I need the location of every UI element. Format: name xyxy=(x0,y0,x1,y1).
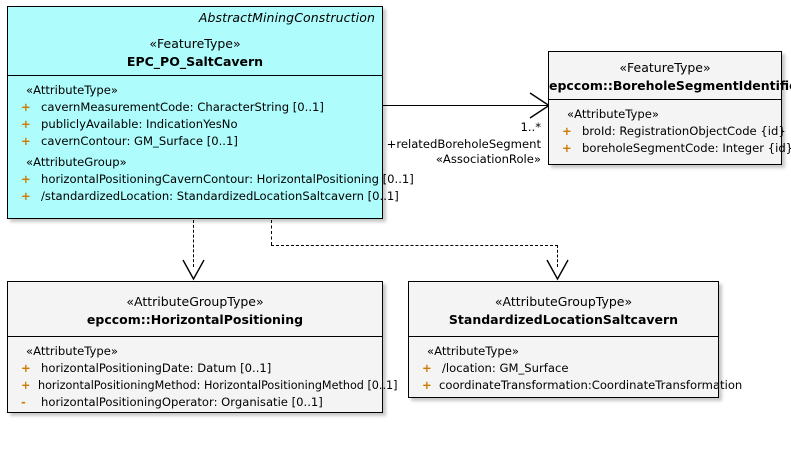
attribute-label: cavernMeasurementCode: CharacterString [… xyxy=(41,100,324,114)
class-name-boreholesegmentidentification: epccom::BoreholeSegmentIdentification xyxy=(549,77,791,93)
visibility-marker: + xyxy=(422,361,432,375)
class-stereotype-epc-po-saltcavern: «FeatureType» xyxy=(149,36,241,51)
attribute-row[interactable]: + horizontalPositioningCavernContour: Ho… xyxy=(8,171,414,188)
visibility-marker: + xyxy=(21,361,31,375)
visibility-marker: + xyxy=(21,172,31,186)
attribute-label: horizontalPositioningDate: Datum [0..1] xyxy=(41,361,272,375)
attribute-row[interactable]: + coordinateTransformation:CoordinateTra… xyxy=(409,377,742,394)
attribute-group-stereotype-attributetype: «AttributeType» xyxy=(427,344,520,358)
attribute-label: cavernContour: GM_Surface [0..1] xyxy=(41,134,238,148)
class-body-boreholesegmentidentification: «AttributeType» + broId: RegistrationObj… xyxy=(549,100,791,161)
association-role-name: +relatedBoreholeSegment xyxy=(386,137,541,151)
dependency-elbow-standardized-location xyxy=(271,245,558,246)
attribute-group-stereotype-attributetype: «AttributeType» xyxy=(26,344,119,358)
attribute-row[interactable]: + publiclyAvailable: IndicationYesNo xyxy=(8,116,382,133)
association-line xyxy=(383,105,548,106)
class-box-horizontalpositioning[interactable]: «AttributeGroupType» epccom::HorizontalP… xyxy=(7,281,398,415)
dependency-stub-standardized-location xyxy=(271,220,272,245)
class-name-standardizedlocationsaltcavern: StandardizedLocationSaltcavern xyxy=(448,311,679,327)
class-header-horizontalpositioning: «AttributeGroupType» epccom::HorizontalP… xyxy=(8,282,382,337)
visibility-marker: + xyxy=(21,134,31,148)
attribute-row[interactable]: + horizontalPositioningDate: Datum [0..1… xyxy=(8,360,382,377)
attribute-label: publiclyAvailable: IndicationYesNo xyxy=(41,117,238,131)
attribute-row[interactable]: + /location: GM_Surface xyxy=(409,360,718,377)
association-multiplicity: 1..* xyxy=(520,120,541,134)
visibility-marker: + xyxy=(21,100,31,114)
class-box-epc-po-saltcavern[interactable]: AbstractMiningConstruction «FeatureType»… xyxy=(7,6,414,219)
attribute-row[interactable]: + cavernContour: GM_Surface [0..1] xyxy=(8,133,382,150)
class-header-standardizedlocationsaltcavern: «AttributeGroupType» StandardizedLocatio… xyxy=(409,282,718,337)
attribute-row[interactable]: + boreholeSegmentCode: Integer {id} xyxy=(549,140,791,157)
visibility-marker: + xyxy=(21,379,31,392)
class-body-epc-po-saltcavern: «AttributeType» + cavernMeasurementCode:… xyxy=(8,76,414,209)
attribute-label: /location: GM_Surface xyxy=(442,361,569,375)
attribute-group-stereotype-attributegroup: «AttributeGroup» xyxy=(26,155,127,169)
class-box-boreholesegmentidentification[interactable]: «FeatureType» epccom::BoreholeSegmentIde… xyxy=(548,51,791,165)
attribute-row[interactable]: + /standardizedLocation: StandardizedLoc… xyxy=(8,188,399,205)
attribute-row[interactable]: - horizontalPositioningOperator: Organis… xyxy=(8,394,382,411)
class-stereotype-boreholesegmentidentification: «FeatureType» xyxy=(619,60,711,75)
class-body-standardizedlocationsaltcavern: «AttributeType» + /location: GM_Surface … xyxy=(409,337,742,398)
attribute-label: horizontalPositioningMethod: HorizontalP… xyxy=(38,379,398,392)
class-stereotype-standardizedlocationsaltcavern: «AttributeGroupType» xyxy=(494,294,633,309)
attribute-row[interactable]: + cavernMeasurementCode: CharacterString… xyxy=(8,99,382,116)
association-role-label: +relatedBoreholeSegment «AssociationRole… xyxy=(331,137,541,167)
class-name-epc-po-saltcavern: EPC_PO_SaltCavern xyxy=(126,53,264,69)
visibility-marker: + xyxy=(562,124,572,138)
dependency-arrowhead-standardized-location xyxy=(546,259,569,281)
visibility-marker: + xyxy=(562,141,572,155)
visibility-marker: + xyxy=(422,378,432,392)
association-role-stereotype: «AssociationRole» xyxy=(435,152,541,166)
class-box-standardizedlocationsaltcavern[interactable]: «AttributeGroupType» StandardizedLocatio… xyxy=(408,281,742,398)
visibility-marker: + xyxy=(21,189,31,203)
dependency-arrowhead-horizontal-positioning xyxy=(182,259,205,281)
class-stereotype-horizontalpositioning: «AttributeGroupType» xyxy=(126,294,264,309)
attribute-label: /standardizedLocation: StandardizedLocat… xyxy=(41,189,399,203)
attribute-row[interactable]: + horizontalPositioningMethod: Horizonta… xyxy=(8,377,398,394)
attribute-group-stereotype-attributetype: «AttributeType» xyxy=(26,83,119,97)
visibility-marker: - xyxy=(21,395,26,409)
visibility-marker: + xyxy=(21,117,31,131)
class-header-boreholesegmentidentification: «FeatureType» epccom::BoreholeSegmentIde… xyxy=(549,52,791,100)
package-label-abstractminingconstruction: AbstractMiningConstruction xyxy=(198,10,375,25)
class-name-horizontalpositioning: epccom::HorizontalPositioning xyxy=(86,311,304,327)
attribute-label: horizontalPositioningCavernContour: Hori… xyxy=(41,172,414,186)
class-header-epc-po-saltcavern: AbstractMiningConstruction «FeatureType»… xyxy=(8,7,382,76)
attribute-label: coordinateTransformation:CoordinateTrans… xyxy=(439,378,743,392)
attribute-label: horizontalPositioningOperator: Organisat… xyxy=(41,395,323,409)
dependency-line-horizontal-positioning xyxy=(193,220,194,267)
attribute-group-stereotype-attributetype: «AttributeType» xyxy=(567,107,660,121)
attribute-row[interactable]: + broId: RegistrationObjectCode {id} xyxy=(549,123,786,140)
attribute-label: broId: RegistrationObjectCode {id} xyxy=(582,124,786,138)
class-body-horizontalpositioning: «AttributeType» + horizontalPositioningD… xyxy=(8,337,398,415)
dependency-line-standardized-location xyxy=(557,245,558,267)
attribute-label: boreholeSegmentCode: Integer {id} xyxy=(582,141,791,155)
